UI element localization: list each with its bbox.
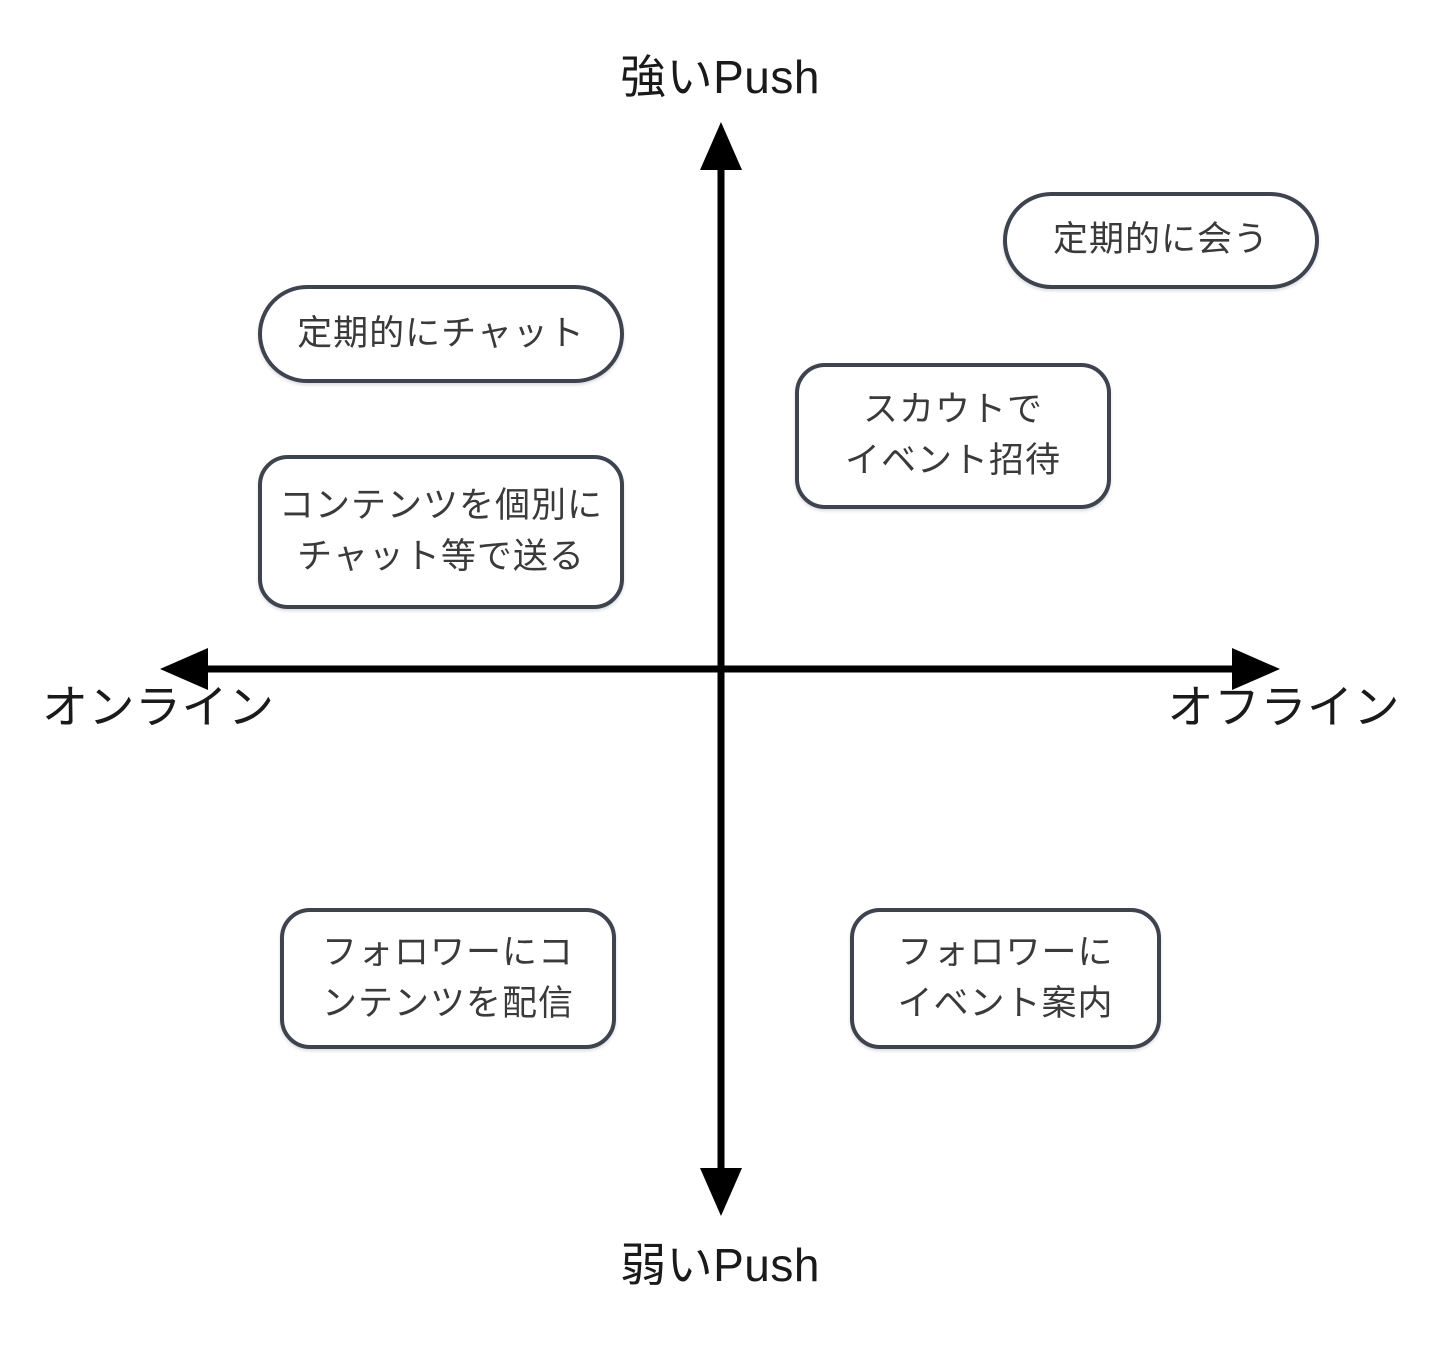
node-chat-regular-line-1: 定期的にチャット	[297, 313, 585, 353]
node-chat-regular[interactable]: 定期的にチャット	[258, 285, 624, 383]
node-scout-invite-line-1: スカウトで	[862, 390, 1043, 430]
node-follower-event[interactable]: フォロワーに イベント案内	[850, 908, 1161, 1049]
node-content-direct-line-2: チャット等で送る	[297, 537, 585, 576]
node-content-direct-line-1: コンテンツを個別に	[278, 486, 603, 526]
node-meet-regular[interactable]: 定期的に会う	[1003, 192, 1319, 289]
node-follower-event-line-1: フォロワーに	[897, 932, 1114, 972]
axis-label-offline: オフライン	[1167, 681, 1400, 733]
node-meet-regular-line-1: 定期的に会う	[1052, 220, 1269, 260]
arrowhead-up	[700, 122, 742, 170]
node-scout-invite-line-2: イベント招待	[844, 441, 1061, 480]
node-content-direct[interactable]: コンテンツを個別に チャット等で送る	[258, 455, 624, 609]
node-follower-event-line-2: イベント案内	[897, 983, 1114, 1023]
axis-label-weak-push: 弱いPush	[620, 1239, 820, 1291]
node-follower-content-line-2: ンテンツを配信	[321, 983, 574, 1023]
node-follower-content[interactable]: フォロワーにコ ンテンツを配信	[280, 908, 616, 1049]
axis-label-online: オンライン	[42, 681, 275, 733]
arrowhead-left	[160, 648, 208, 690]
axis-label-strong-push: 強いPush	[620, 51, 820, 103]
node-follower-content-line-1: フォロワーにコ	[321, 932, 574, 972]
node-scout-invite[interactable]: スカウトで イベント招待	[795, 363, 1111, 509]
arrowhead-right	[1232, 648, 1280, 690]
arrowhead-down	[700, 1168, 742, 1216]
